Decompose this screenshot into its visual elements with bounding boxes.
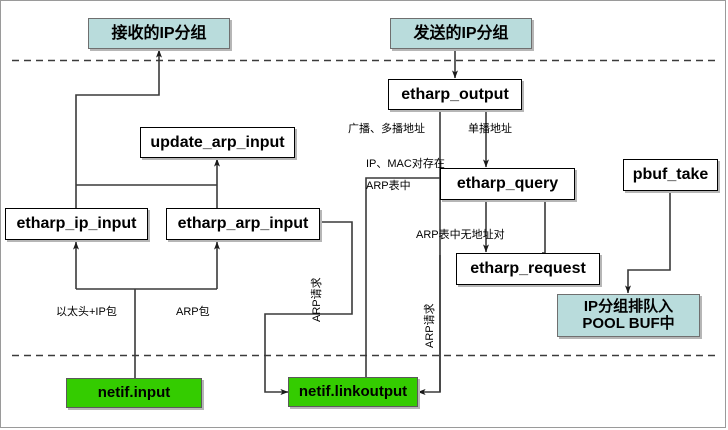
- node-sent-ip-packet-label: 发送的IP分组: [413, 24, 509, 42]
- node-etharp-query-label: etharp_query: [456, 175, 559, 193]
- edge-label-ip-mac-pair-exists-2: ARP表中: [366, 180, 411, 192]
- node-pool-buf-queue[interactable]: IP分组排队入 POOL BUF中: [557, 294, 700, 337]
- node-netif-input[interactable]: netif.input: [66, 378, 202, 408]
- node-pbuf-take[interactable]: pbuf_take: [623, 159, 718, 191]
- node-received-ip-packet-label: 接收的IP分组: [111, 24, 207, 42]
- edge-label-unicast: 单播地址: [468, 123, 512, 135]
- node-netif-input-label: netif.input: [97, 383, 171, 401]
- node-etharp-output-label: etharp_output: [401, 85, 509, 103]
- node-update-arp-input-label: update_arp_input: [150, 133, 285, 151]
- node-etharp-ip-input-label: etharp_ip_input: [16, 215, 137, 233]
- node-etharp-ip-input[interactable]: etharp_ip_input: [5, 208, 148, 240]
- edge-label-no-address-pair-in-arp-table: ARP表中无地址对: [416, 229, 505, 241]
- node-pbuf-take-label: pbuf_take: [632, 166, 709, 184]
- edge-label-broadcast-multicast: 广播、多播地址: [348, 123, 425, 135]
- edge-label-arp-request-right: ARP请求: [424, 303, 436, 348]
- edge-label-arp-packet: ARP包: [176, 306, 210, 318]
- node-etharp-arp-input[interactable]: etharp_arp_input: [166, 208, 320, 240]
- node-etharp-request[interactable]: etharp_request: [456, 253, 600, 285]
- node-etharp-query[interactable]: etharp_query: [440, 168, 575, 200]
- node-sent-ip-packet[interactable]: 发送的IP分组: [390, 18, 532, 49]
- node-received-ip-packet[interactable]: 接收的IP分组: [88, 18, 230, 49]
- node-etharp-request-label: etharp_request: [470, 260, 586, 278]
- node-etharp-arp-input-label: etharp_arp_input: [177, 215, 309, 233]
- node-update-arp-input[interactable]: update_arp_input: [140, 127, 295, 158]
- node-etharp-output[interactable]: etharp_output: [388, 79, 522, 110]
- node-netif-linkoutput[interactable]: netif.linkoutput: [288, 377, 418, 407]
- node-pool-buf-queue-label: IP分组排队入 POOL BUF中: [582, 297, 675, 332]
- edge-label-eth-header-plus-ip-packet: 以太头+IP包: [56, 306, 117, 318]
- edge-label-arp-request-left: ARP请求: [311, 277, 323, 322]
- edge-label-ip-mac-pair-exists-1: IP、MAC对存在: [366, 158, 445, 170]
- node-netif-linkoutput-label: netif.linkoutput: [298, 382, 408, 400]
